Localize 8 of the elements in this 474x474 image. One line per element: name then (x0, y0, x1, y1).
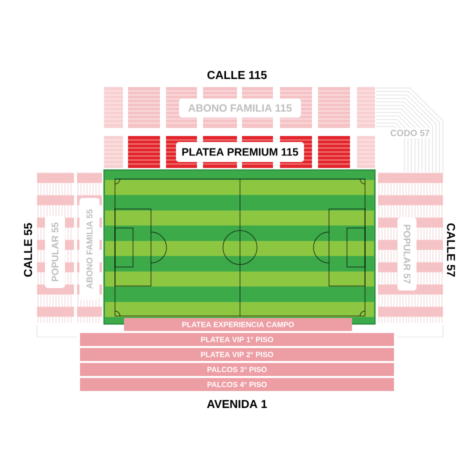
street-label: AVENIDA 1 (207, 400, 267, 408)
section-label: CODO 57 (388, 128, 432, 138)
section-label: ABONO FAMILIA 115 (179, 98, 301, 118)
section-label: POPULAR 57 (398, 218, 416, 290)
node-label: ABONO FAMILIA 55 (86, 209, 93, 289)
section-label: PLATEA PREMIUM 115 (176, 142, 304, 162)
section-label: POPULAR 55 (45, 216, 65, 288)
section-label: ABONO FAMILIA 55 (80, 198, 100, 300)
